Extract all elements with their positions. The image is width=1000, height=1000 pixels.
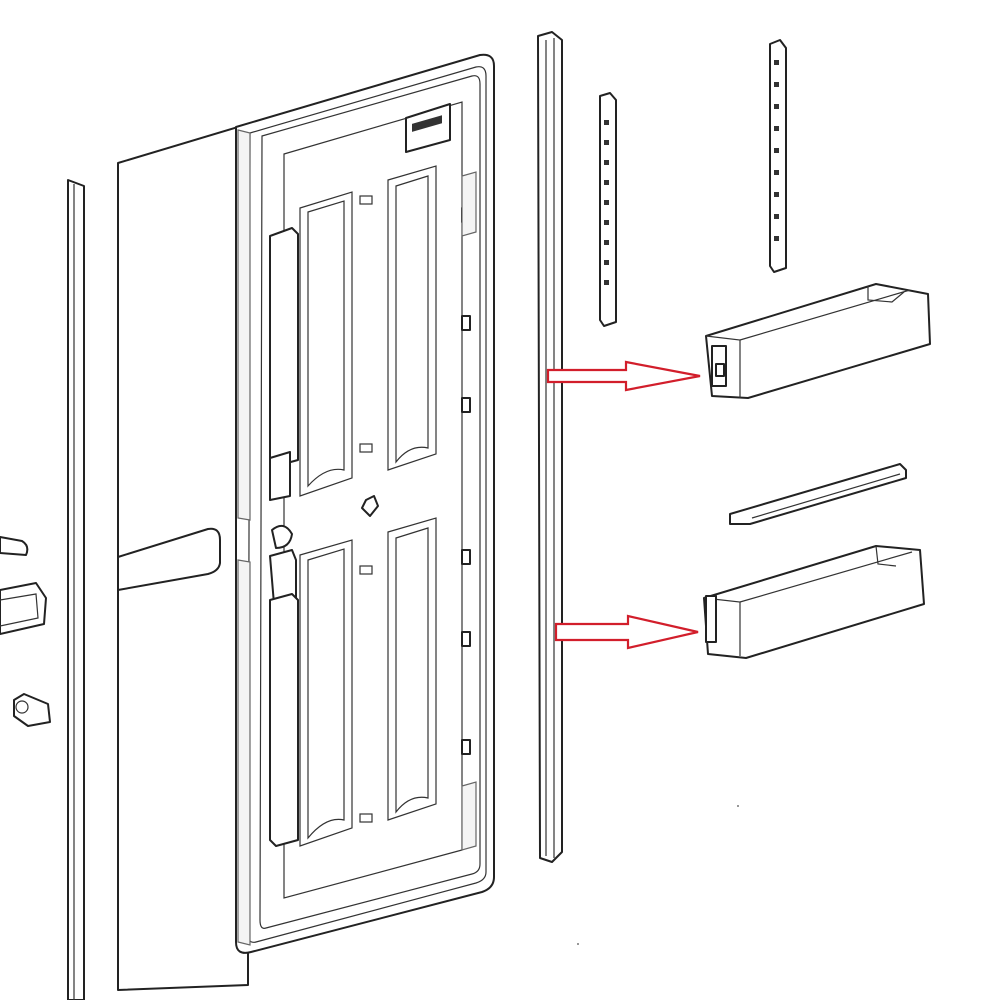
upper-shelf-arrow bbox=[546, 360, 701, 392]
door-gasket-strip bbox=[537, 31, 563, 863]
hinge-parts bbox=[0, 536, 51, 727]
lower-shelf-arrow bbox=[554, 614, 699, 650]
door-outer-panel bbox=[117, 123, 249, 991]
door-latch-icon bbox=[361, 495, 379, 517]
door-shelf-upper bbox=[705, 283, 931, 399]
shelf-rail-short bbox=[599, 92, 617, 327]
shelf-rail-tall bbox=[769, 39, 787, 273]
label-plate bbox=[405, 103, 451, 153]
door-seal-strip-left bbox=[67, 179, 85, 1000]
shelf-trim-bar bbox=[729, 463, 907, 525]
door-inner-liner bbox=[235, 53, 495, 954]
door-shelf-lower bbox=[703, 545, 925, 659]
